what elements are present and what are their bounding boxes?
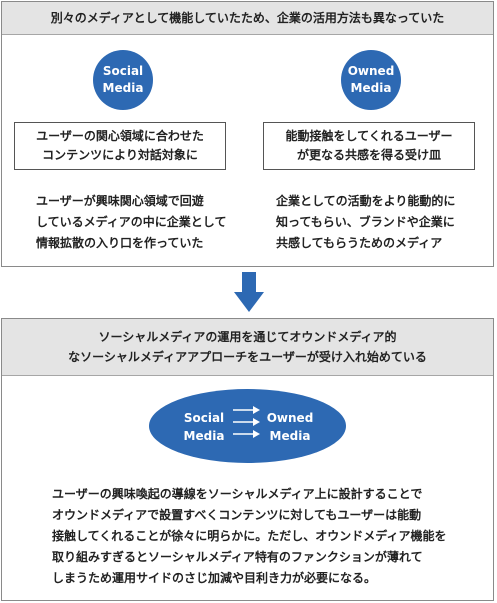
ellipse-social-label: Social Media [180, 409, 228, 445]
social-media-description: ユーザーが興味関心領域で回遊 しているメディアの中に企業として 情報拡散の入り口… [36, 191, 236, 254]
bottom-desc-line-3: 接触してくれることが徐々に明らかに。ただし、オウンドメディア機能を [52, 529, 447, 543]
bottom-desc-line-1: ユーザーの興味喚起の導線をソーシャルメディア上に設計することで [52, 487, 423, 501]
social-circle-line-2: Media [102, 81, 144, 95]
ellipse-social-line-2: Media [183, 429, 225, 443]
social-box-line-1: ユーザーの関心領域に合わせた [36, 129, 204, 143]
bottom-header-line-1: ソーシャルメディアの運用を通じてオウンドメディア的 [98, 330, 397, 344]
top-panel-header: 別々のメディアとして機能していたため、企業の活用方法も異なっていた [2, 2, 493, 35]
social-desc-line-3: 情報拡散の入り口を作っていた [36, 236, 204, 250]
social-media-circle: Social Media [93, 50, 153, 110]
owned-desc-line-2: 知ってもらい、ブランドや企業に [276, 215, 455, 229]
owned-box-line-1: 能動接触をしてくれるユーザー [285, 129, 453, 143]
social-desc-line-2: しているメディアの中に企業として [36, 215, 227, 229]
social-media-box: ユーザーの関心領域に合わせた コンテンツにより対話対象に [14, 122, 226, 170]
ellipse-owned-line-1: Owned [266, 411, 314, 425]
ellipse-owned-label: Owned Media [264, 409, 316, 445]
bottom-panel: ソーシャルメディアの運用を通じてオウンドメディア的 なソーシャルメディアアプロー… [1, 318, 494, 601]
bottom-header-line-2: なソーシャルメディアアプローチをユーザーが受け入れ始めている [68, 350, 427, 364]
social-box-line-2: コンテンツにより対話対象に [42, 148, 198, 162]
owned-media-description: 企業としての活動をより能動的に 知ってもらい、ブランドや企業に 共感してもらうた… [276, 191, 486, 254]
bottom-desc-line-4: 取り組みすぎるとソーシャルメディア特有のファンクションが薄れて [52, 550, 423, 564]
right-arrows-icon [233, 406, 260, 438]
owned-media-box: 能動接触をしてくれるユーザー が更なる共感を得る受け皿 [263, 122, 475, 170]
owned-circle-line-1: Owned [347, 64, 395, 78]
owned-media-circle: Owned Media [341, 50, 401, 110]
social-desc-line-1: ユーザーが興味関心領域で回遊 [36, 194, 204, 208]
bottom-desc-line-2: オウンドメディアで設置すべくコンテンツに対してもユーザーは能動 [52, 508, 422, 522]
ellipse-owned-line-2: Media [269, 429, 311, 443]
owned-desc-line-1: 企業としての活動をより能動的に [276, 194, 456, 208]
bottom-desc-line-5: しまうため運用サイドのさじ加減や目利き力が必要になる。 [52, 571, 377, 585]
owned-box-line-2: が更なる共感を得る受け皿 [296, 148, 441, 162]
social-circle-line-1: Social [102, 64, 144, 78]
bottom-description: ユーザーの興味喚起の導線をソーシャルメディア上に設計することで オウンドメディア… [52, 484, 452, 589]
bottom-panel-header: ソーシャルメディアの運用を通じてオウンドメディア的 なソーシャルメディアアプロー… [2, 319, 493, 376]
down-arrow-icon [234, 272, 264, 312]
owned-circle-line-2: Media [350, 81, 392, 95]
owned-desc-line-3: 共感してもらうためのメディア [276, 236, 443, 250]
merged-media-ellipse [149, 389, 346, 463]
ellipse-social-line-1: Social [183, 411, 225, 425]
